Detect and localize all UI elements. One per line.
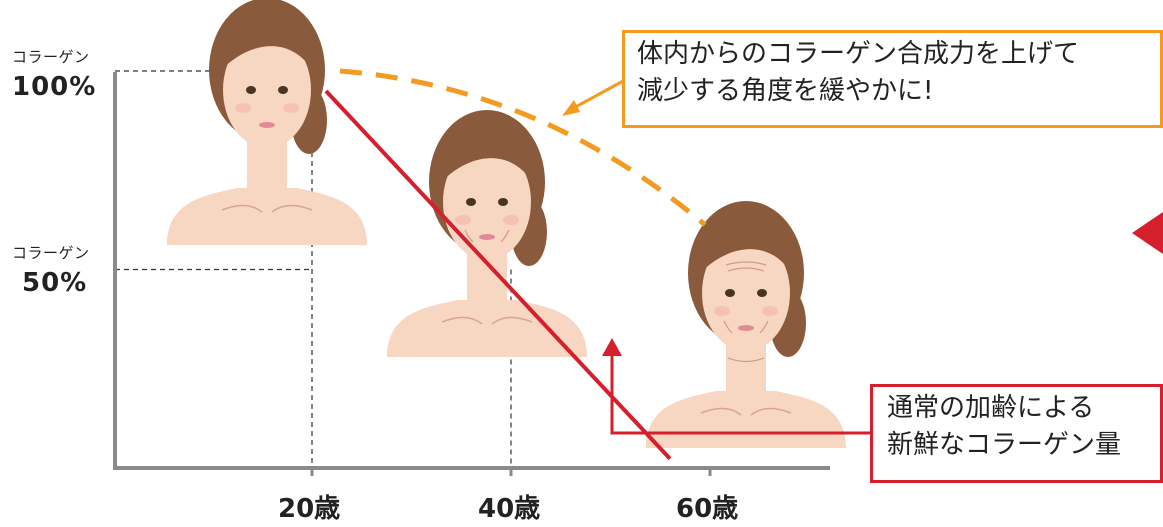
face-20s-face — [223, 32, 311, 148]
face-40s-collarbones — [441, 316, 533, 325]
annotation-enhanced-connector — [569, 78, 626, 112]
face-60s-shoulders — [646, 391, 846, 448]
face-60s-wrinkles-mouth — [723, 320, 769, 334]
face-60s-cheek-left — [714, 306, 730, 316]
annotation-normal-line-2: 新鮮なコラーゲン量 — [887, 430, 1122, 460]
face-20s-eye-left — [246, 86, 256, 94]
face-60s-eye-left — [725, 289, 735, 297]
face-40s-eye-left — [466, 198, 476, 206]
face-60s-illustration — [646, 201, 846, 448]
annotation-enhanced: 体内からのコラーゲン合成力を上げて 減少する角度を緩やかに! — [622, 30, 1163, 128]
face-60s-eye-right — [757, 289, 767, 297]
face-40s-eye-right — [498, 198, 508, 206]
annotation-normal-line-1: 通常の加齢による — [887, 393, 1095, 423]
annotation-normal-connector — [610, 350, 872, 435]
edge-pointer-triangle — [1132, 212, 1163, 254]
face-40s-shoulders — [387, 300, 587, 357]
face-20s-cheek-left — [235, 103, 251, 113]
y-tick-label-50: 50% — [22, 268, 88, 298]
face-40s-illustration — [387, 110, 587, 357]
face-60s-collarbones — [700, 407, 792, 416]
face-40s-cheek-right — [503, 215, 519, 225]
face-20s-shoulders — [167, 188, 367, 245]
annotation-normal-arrowhead — [602, 338, 622, 356]
annotation-enhanced-line-1: 体内からのコラーゲン合成力を上げて — [637, 39, 1080, 69]
face-40s-cheek-left — [455, 215, 471, 225]
x-tick-label-60: 60歳 — [676, 494, 739, 524]
series-line-enhanced — [339, 68, 707, 227]
y-tick-caption-50: コラーゲン — [12, 244, 90, 262]
annotation-enhanced-line-2: 減少する角度を緩やかに! — [637, 76, 934, 106]
face-40s-lips — [479, 234, 495, 240]
face-40s-wrinkles-mouth — [464, 229, 510, 243]
face-60s-fringe — [700, 232, 794, 278]
face-60s-wrinkles-forehead — [725, 261, 767, 272]
y-tick-caption-100: コラーゲン — [12, 48, 90, 66]
face-20s-collarbones — [221, 204, 313, 213]
face-20s-cheek-right — [283, 103, 299, 113]
face-20s-illustration — [167, 0, 367, 245]
face-20s-fringe — [221, 29, 315, 75]
x-tick-label-40: 40歳 — [478, 494, 541, 524]
face-20s-eye-right — [278, 86, 288, 94]
face-60s-lips — [738, 325, 754, 331]
face-40s-fringe — [441, 141, 535, 187]
face-20s-lips — [259, 122, 275, 128]
annotation-normal: 通常の加齢による 新鮮なコラーゲン量 — [870, 384, 1163, 483]
face-20s-neck — [247, 140, 287, 195]
face-60s-neck — [726, 343, 766, 398]
y-tick-label-100: 100% — [12, 72, 97, 102]
x-tick-label-20: 20歳 — [278, 494, 341, 524]
face-60s-cheek-right — [762, 306, 778, 316]
annotation-enhanced-arrowhead — [562, 100, 580, 116]
face-60s-wrinkles-neck — [727, 357, 765, 363]
